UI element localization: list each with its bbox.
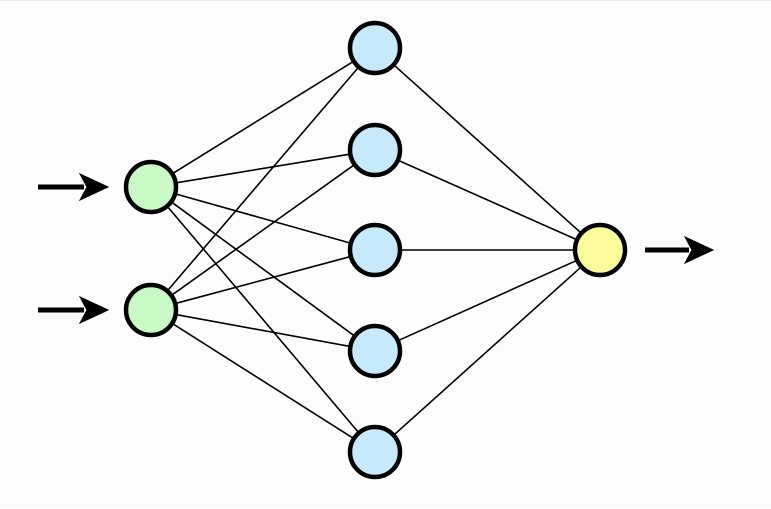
edge-i1-h3	[173, 192, 353, 245]
edge-i1-h4	[169, 200, 357, 338]
node-hidden-3[interactable]	[347, 222, 403, 278]
edge-i2-h2	[170, 163, 356, 297]
input-arrow-2-icon	[38, 295, 110, 325]
edge-i1-h2	[174, 153, 352, 184]
edge-i2-h4	[174, 313, 352, 348]
edges-group	[165, 59, 583, 440]
node-hidden-2[interactable]	[347, 122, 403, 178]
output-arrow-1-icon	[645, 235, 715, 265]
edge-i1-h5	[165, 204, 361, 435]
node-hidden-5[interactable]	[347, 424, 403, 480]
input-arrow-1-head	[78, 172, 110, 202]
node-input-1[interactable]	[123, 159, 179, 215]
edge-i2-h1	[165, 65, 361, 293]
edge-h2-o1	[396, 159, 579, 241]
node-output-1[interactable]	[572, 222, 628, 278]
node-input-2[interactable]	[123, 282, 179, 338]
edge-h1-o1	[392, 63, 583, 235]
nodes-group	[123, 20, 628, 480]
edge-i1-h1	[170, 59, 356, 176]
node-hidden-1[interactable]	[347, 20, 403, 76]
edge-i2-h3	[173, 255, 353, 305]
edge-h5-o1	[392, 265, 583, 437]
node-hidden-4[interactable]	[347, 323, 403, 379]
output-arrow-1-head	[683, 235, 715, 265]
edge-i2-h5	[170, 322, 356, 440]
arrows-group	[38, 172, 715, 325]
input-arrow-1-icon	[38, 172, 110, 202]
input-arrow-2-head	[78, 295, 110, 325]
edge-h4-o1	[396, 259, 579, 342]
